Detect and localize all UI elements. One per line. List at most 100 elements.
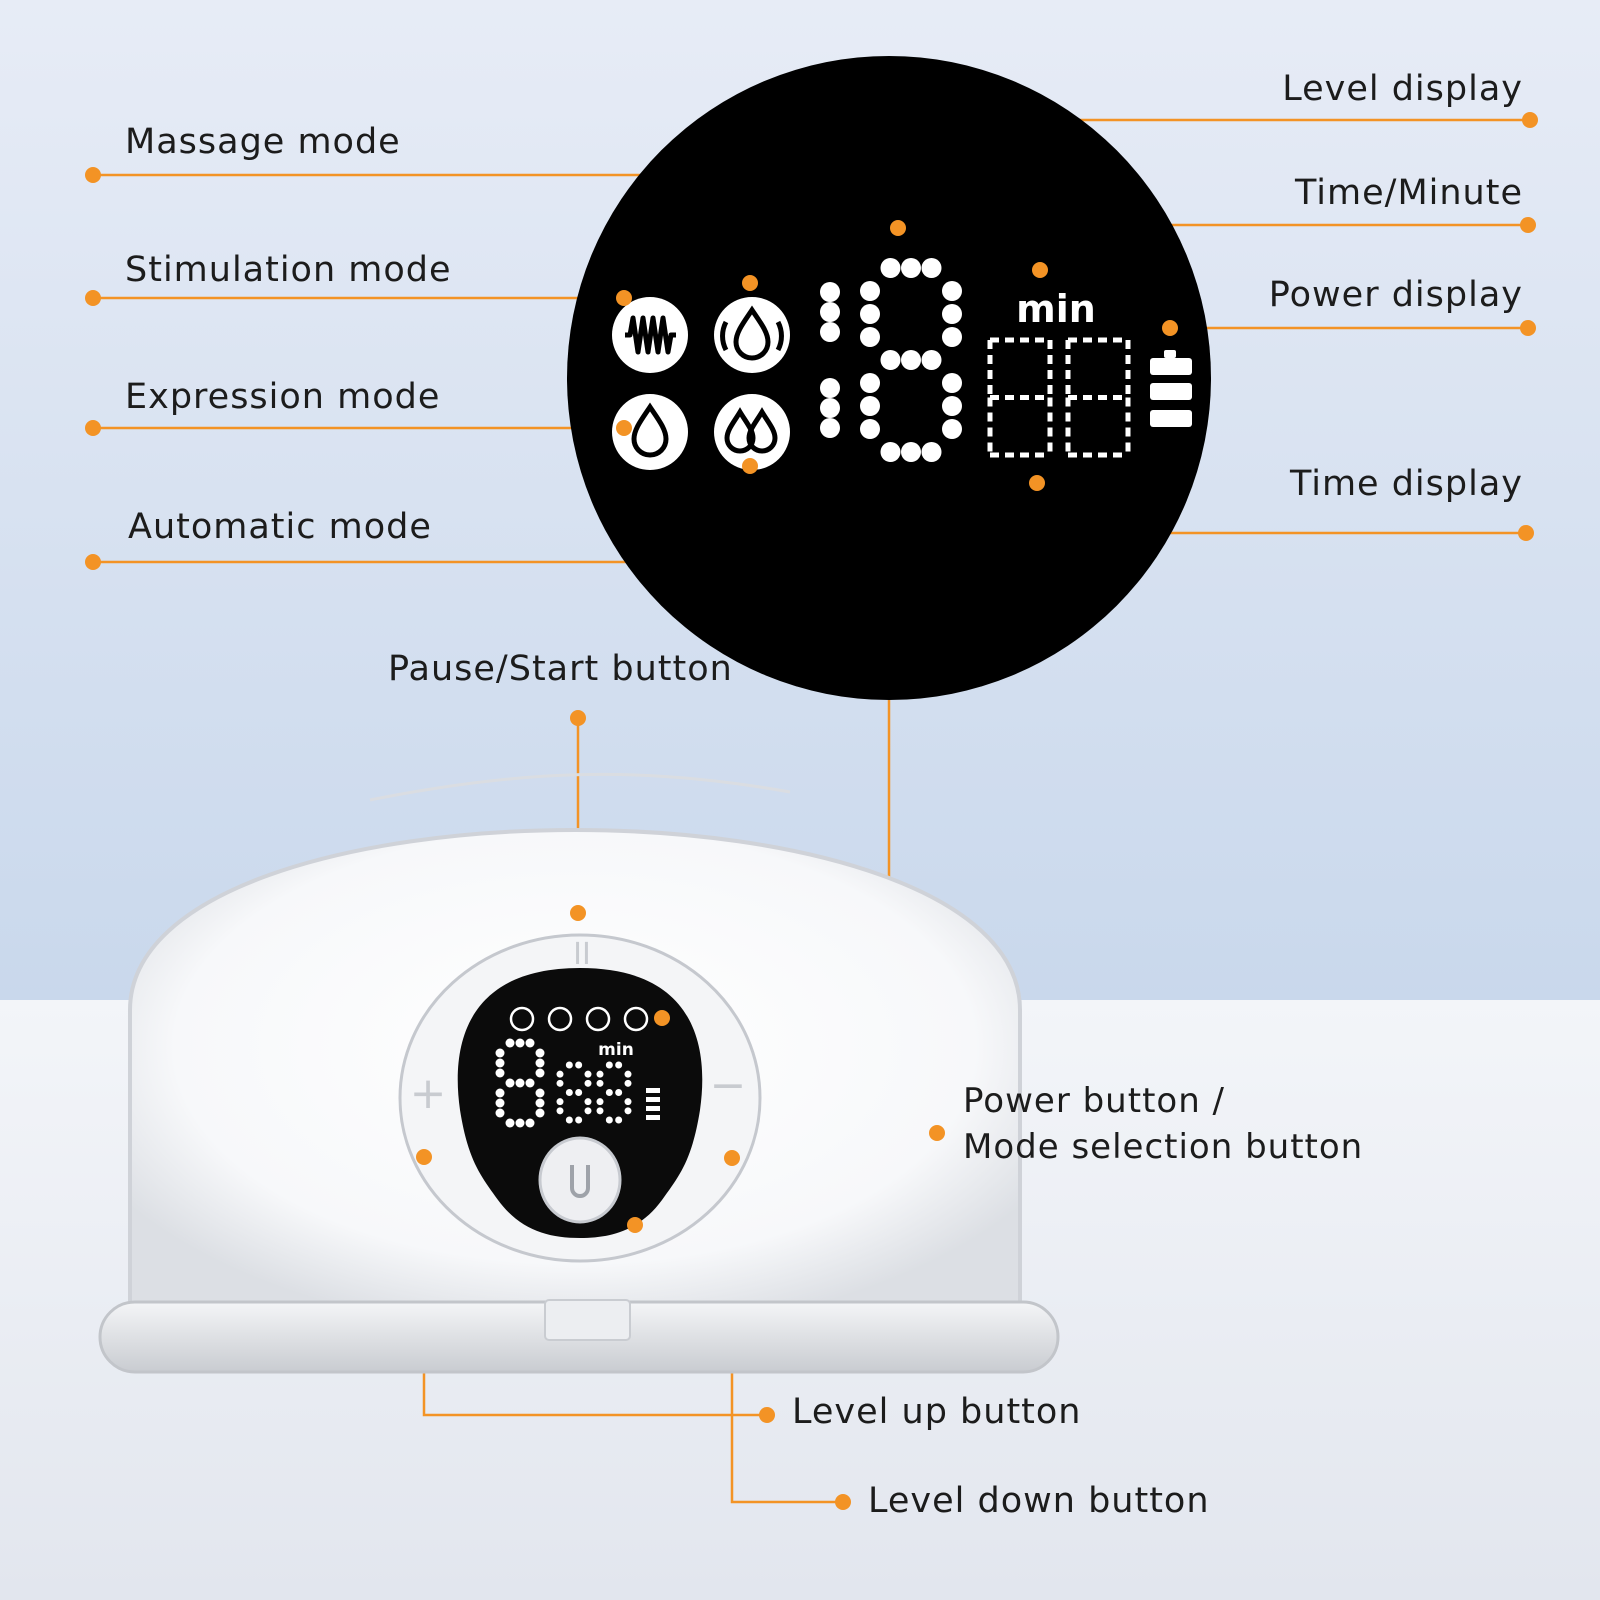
level-digit-8-dot xyxy=(921,258,942,278)
label-level-up-button: Level up button xyxy=(792,1392,1082,1432)
device-time-digit-1-dot xyxy=(556,1070,564,1078)
dot-massage-icon xyxy=(742,275,758,291)
device-screen-icons xyxy=(509,1006,649,1032)
dot-level-up xyxy=(416,1149,432,1165)
level-digit-8-dot xyxy=(901,442,921,462)
dot-time-minute xyxy=(1032,262,1048,278)
level-digit-8-dot xyxy=(942,327,962,347)
device-time-digit-2-dot xyxy=(624,1098,632,1106)
device-level-digit-dot xyxy=(515,1078,525,1088)
device-time-digit-1-dot xyxy=(575,1116,583,1124)
dot-power-display xyxy=(1162,320,1178,336)
device-level-digit-dot xyxy=(535,1048,545,1058)
massage-mode-icon xyxy=(714,297,790,373)
label-power-button-line1: Power button / xyxy=(963,1081,1226,1121)
level-digit-8-dot xyxy=(942,373,962,393)
device-level-digit-dot xyxy=(535,1058,545,1068)
label-time-minute: Time/Minute xyxy=(1295,173,1523,213)
expression-mode-icon xyxy=(612,394,688,470)
device-time-digit-2-dot xyxy=(615,1089,623,1096)
device-base-notch xyxy=(544,1299,631,1341)
device-time-digit-1-dot xyxy=(584,1098,592,1106)
device-time-digit-1-dot xyxy=(565,1089,573,1096)
power-mode-button[interactable] xyxy=(538,1136,622,1224)
dot-stimulation-icon xyxy=(616,290,632,306)
level-digits-display xyxy=(820,258,962,462)
device-level-digit-dot xyxy=(525,1118,535,1128)
dot-time-display-right xyxy=(1518,525,1534,541)
dot-level-down-right xyxy=(835,1494,851,1510)
level-digit-1-dot xyxy=(820,378,840,398)
device-time-digit-2-dot xyxy=(615,1061,623,1069)
device-time-digit-1-dot xyxy=(584,1079,592,1087)
automatic-mode-icon xyxy=(714,394,790,470)
dot-expression-left xyxy=(85,420,101,436)
device-time-digit-2-dot xyxy=(596,1107,604,1115)
level-up-button[interactable]: + xyxy=(410,1068,447,1119)
level-digit-8-dot xyxy=(901,350,921,370)
dot-pause-start-top xyxy=(570,710,586,726)
dot-power-button xyxy=(627,1217,643,1233)
dot-level-up-right xyxy=(759,1407,775,1423)
dot-device-screen xyxy=(654,1010,670,1026)
device-level-digit-dot xyxy=(535,1108,545,1118)
level-digit-8-dot xyxy=(860,373,880,393)
zoomed-display xyxy=(567,56,1211,700)
dot-automatic-left xyxy=(85,554,101,570)
dot-stimulation-left xyxy=(85,290,101,306)
device-screen-min: min xyxy=(598,1040,634,1060)
pause-start-button[interactable]: II xyxy=(573,937,591,972)
level-digit-8-dot xyxy=(942,396,962,416)
device-level-digit-dot xyxy=(495,1068,505,1078)
device-level-digit-dot xyxy=(515,1038,525,1048)
label-power-display: Power display xyxy=(1268,275,1523,315)
stimulation-mode-icon xyxy=(612,297,688,373)
min-unit-label: min xyxy=(1016,287,1096,331)
dot-time-minute-right xyxy=(1520,217,1536,233)
device-time-digit-1-dot xyxy=(556,1098,564,1106)
level-digit-8-dot xyxy=(860,396,880,416)
level-digit-8-dot xyxy=(860,327,880,347)
device-dome-rim xyxy=(369,772,791,802)
label-massage-mode: Massage mode xyxy=(125,122,401,162)
level-digit-8-dot xyxy=(942,419,962,439)
dot-expression-icon xyxy=(616,420,632,436)
device-level-digit-dot xyxy=(505,1038,515,1048)
device-level-digit-dot xyxy=(525,1078,535,1088)
dot-level-display-right xyxy=(1522,112,1538,128)
dot-power-button-right xyxy=(929,1125,945,1141)
device-level-digit-dot xyxy=(495,1088,505,1098)
level-digit-1-dot xyxy=(820,282,840,302)
level-down-button[interactable]: − xyxy=(710,1060,747,1111)
power-button-glyph xyxy=(570,1165,590,1198)
device-time-digit-2-dot xyxy=(605,1089,613,1096)
device-time-digit-2-dot xyxy=(596,1098,604,1106)
device-level-digit-dot xyxy=(505,1118,515,1128)
level-digit-8-dot xyxy=(901,258,921,278)
level-digit-8-dot xyxy=(942,281,962,301)
label-time-display: Time display xyxy=(1289,464,1523,504)
level-digit-1-dot xyxy=(820,418,840,438)
dot-level-down xyxy=(724,1150,740,1166)
device-level-digit-dot xyxy=(495,1108,505,1118)
device-time-digit-1-dot xyxy=(565,1061,573,1069)
label-pause-start-button: Pause/Start button xyxy=(388,649,733,689)
level-digit-8-dot xyxy=(942,304,962,324)
device-time-digit-2-dot xyxy=(605,1116,613,1124)
level-digit-8-dot xyxy=(860,281,880,301)
battery-icon xyxy=(1150,350,1192,427)
level-digit-8-dot xyxy=(880,258,901,278)
device-level-digit-dot xyxy=(535,1098,545,1108)
label-expression-mode: Expression mode xyxy=(125,377,441,417)
label-level-display: Level display xyxy=(1282,69,1523,109)
device-level-digit-dot xyxy=(495,1048,505,1058)
device-time-digit-2-dot xyxy=(624,1107,632,1115)
device-time-digit-2-dot xyxy=(615,1116,623,1124)
device-level-digit-dot xyxy=(525,1038,535,1048)
level-digit-1-dot xyxy=(820,398,840,418)
level-digit-1-dot xyxy=(820,302,840,322)
device-time-digit-1-dot xyxy=(575,1061,583,1069)
device-time-digit-1-dot xyxy=(584,1070,592,1078)
dot-automatic-icon xyxy=(742,458,758,474)
